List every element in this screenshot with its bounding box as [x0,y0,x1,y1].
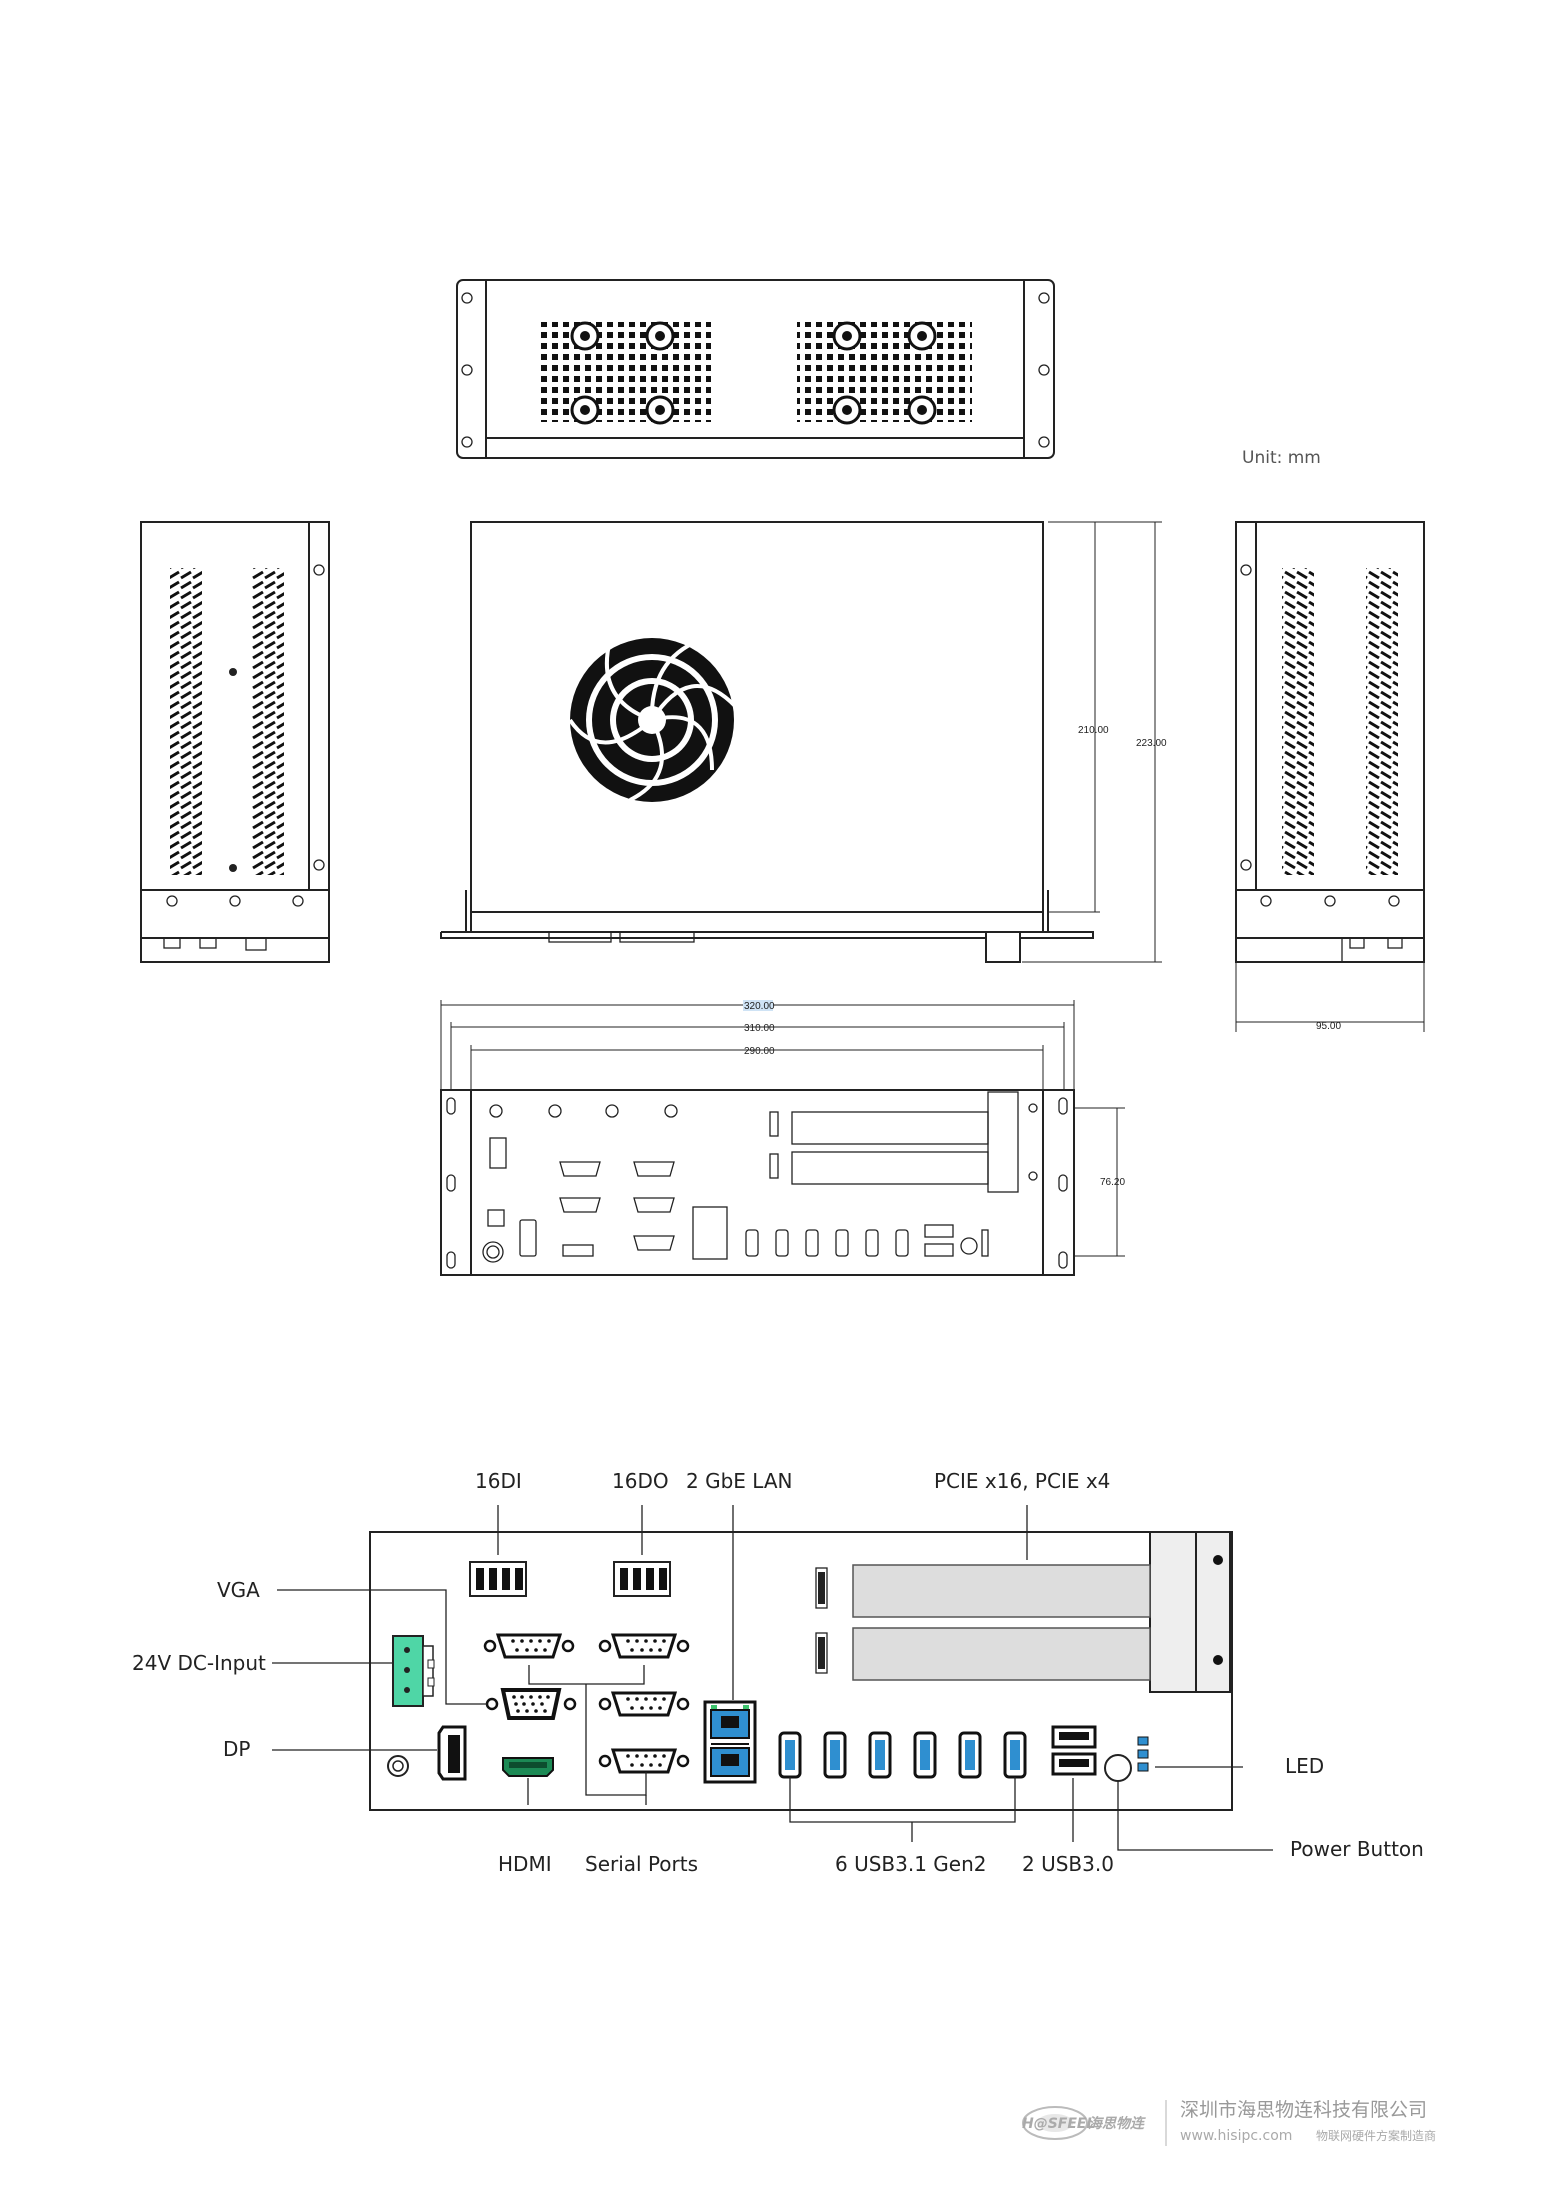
label-vga: VGA [217,1578,260,1602]
hdmi-port-icon [502,1757,554,1777]
callout-leaders [272,1505,1273,1851]
lan-port-icon [703,1700,757,1784]
led-indicator-icon [1137,1736,1149,1772]
dc-input-connector-icon [392,1635,435,1707]
do-terminal-icon [613,1561,671,1597]
displayport-icon [437,1725,467,1781]
label-hdmi: HDMI [498,1852,552,1876]
depth-dimensions: 210.00 223.00 [1022,521,1167,963]
company-website: www.hisipc.com [1180,2128,1292,2144]
fan-grille-icon [568,638,737,802]
label-16do: 16DO [612,1469,669,1493]
height-dimension: 76.20 [1074,1107,1125,1257]
rear-panel-detailed [369,1531,1233,1811]
company-name-cn: 深圳市海思物连科技有限公司 [1180,2099,1427,2121]
label-dp: DP [223,1737,250,1761]
usb31-port-icon [778,1731,1027,1779]
top-view [456,279,1055,459]
label-16di: 16DI [475,1469,522,1493]
dim-depth-outer: 223.00 [1136,738,1167,749]
dim-height: 76.20 [1100,1177,1125,1188]
width-dimensions: 320.00 310.00 290.00 [440,1000,1075,1090]
dim-side-width: 95.00 [1316,1021,1341,1032]
unit-note: Unit: mm [1242,448,1321,468]
dim-width-body: 290.00 [744,1046,775,1057]
label-serial-ports: Serial Ports [585,1852,698,1876]
label-lan: 2 GbE LAN [686,1469,793,1493]
company-tagline: 物联网硬件方案制造商 [1316,2128,1436,2143]
left-side-view [140,521,330,963]
right-side-view: 95.00 [1235,521,1425,1032]
usb30-port-icon [1051,1725,1097,1776]
label-power-button: Power Button [1290,1837,1424,1861]
brand-cn: 海思物连 [1088,2115,1146,2132]
pcie-x16-slot [852,1564,1151,1618]
label-pcie: PCIE x16, PCIE x4 [934,1469,1110,1493]
rear-panel-small [440,1089,1075,1276]
di-terminal-icon [469,1561,527,1597]
power-jack-icon [387,1755,409,1777]
dim-width-mount: 310.00 [744,1023,775,1034]
mount-screw-icon [570,321,937,425]
pcie-x4-slot [852,1627,1151,1681]
power-button-icon [1104,1754,1132,1782]
vga-port-icon [485,1688,577,1720]
label-usb31: 6 USB3.1 Gen2 [835,1852,987,1876]
label-led: LED [1285,1754,1324,1778]
dim-depth-inner: 210.00 [1078,725,1109,736]
label-usb30: 2 USB3.0 [1022,1852,1114,1876]
chassis-front-view [440,521,1094,963]
company-logo: H@SFEEL 海思物连 [1022,2106,1146,2140]
brand-mark: H@SFEEL [1022,2116,1095,2132]
dim-width-overall: 320.00 [744,1001,775,1012]
label-dc-input: 24V DC-Input [132,1651,266,1675]
